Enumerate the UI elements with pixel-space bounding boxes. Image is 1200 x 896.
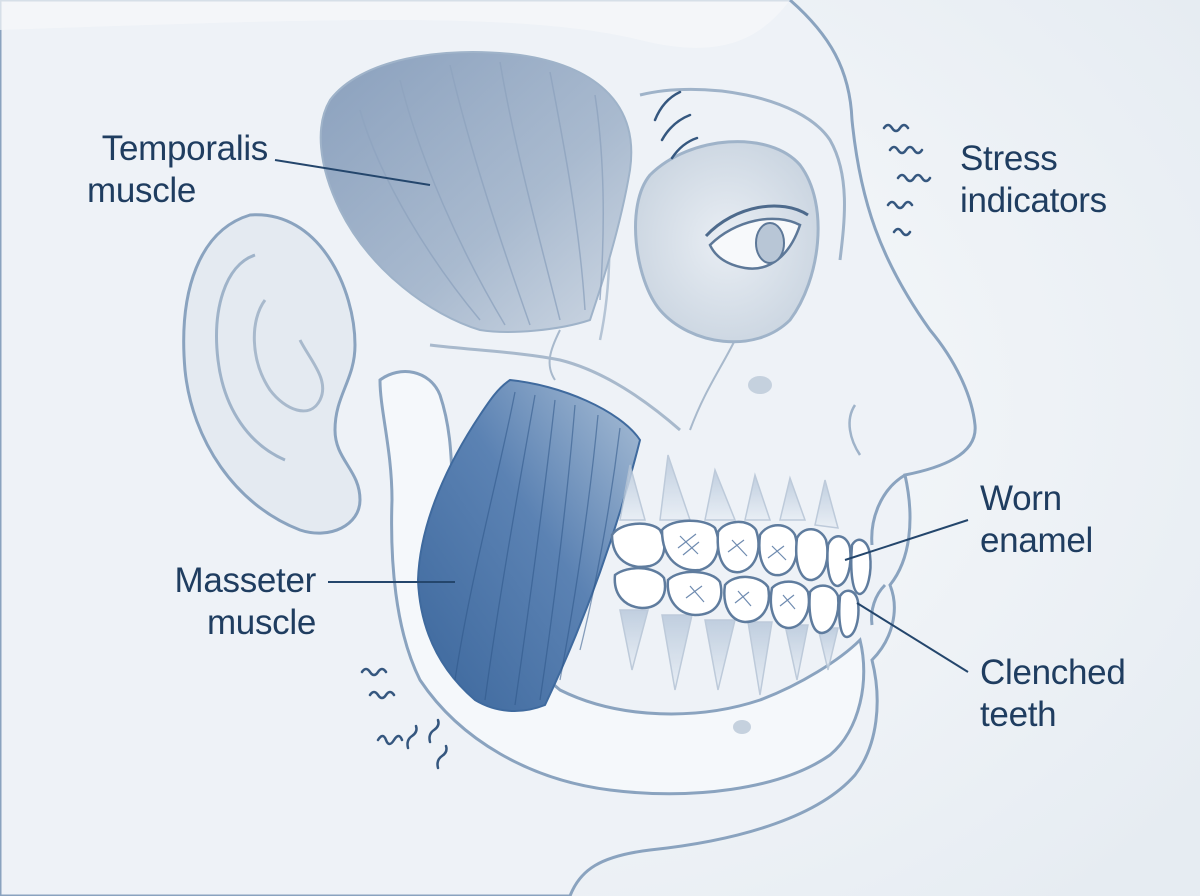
label-worn-line1: Worn [980, 479, 1062, 518]
label-temporalis: Temporalis muscle [40, 128, 268, 212]
label-clenched-line1: Clenched [980, 653, 1126, 692]
enamel-wear-marks [677, 533, 796, 610]
stress-wave-icon [653, 90, 699, 160]
label-worn-line2: enamel [980, 521, 1093, 560]
label-clenched-line2: teeth [980, 695, 1057, 734]
label-worn-enamel: Worn enamel [980, 478, 1180, 562]
label-stress: Stress indicators [960, 138, 1180, 222]
lower-teeth [613, 567, 860, 639]
stress-wave-icon [882, 123, 932, 237]
label-stress-line2: indicators [960, 181, 1107, 220]
label-clenched-teeth: Clenched teeth [980, 652, 1180, 736]
stress-wave-icon [360, 667, 448, 770]
label-temporalis-line2: muscle [87, 171, 197, 210]
eye-icon [704, 204, 809, 270]
label-temporalis-line1: Temporalis [101, 129, 269, 168]
label-stress-line1: Stress [960, 139, 1058, 178]
masseter-muscle [416, 378, 642, 712]
leader-lines [274, 159, 969, 673]
label-masseter-line1: Masseter [174, 561, 316, 600]
leader-clenched [856, 602, 969, 673]
label-masseter: Masseter muscle [120, 560, 316, 644]
temporalis-muscle [319, 51, 633, 333]
ear-icon [182, 213, 362, 535]
tooth-roots [619, 454, 840, 696]
leader-worn [844, 519, 969, 561]
leader-temporalis [274, 159, 431, 186]
label-masseter-line2: muscle [206, 603, 316, 642]
